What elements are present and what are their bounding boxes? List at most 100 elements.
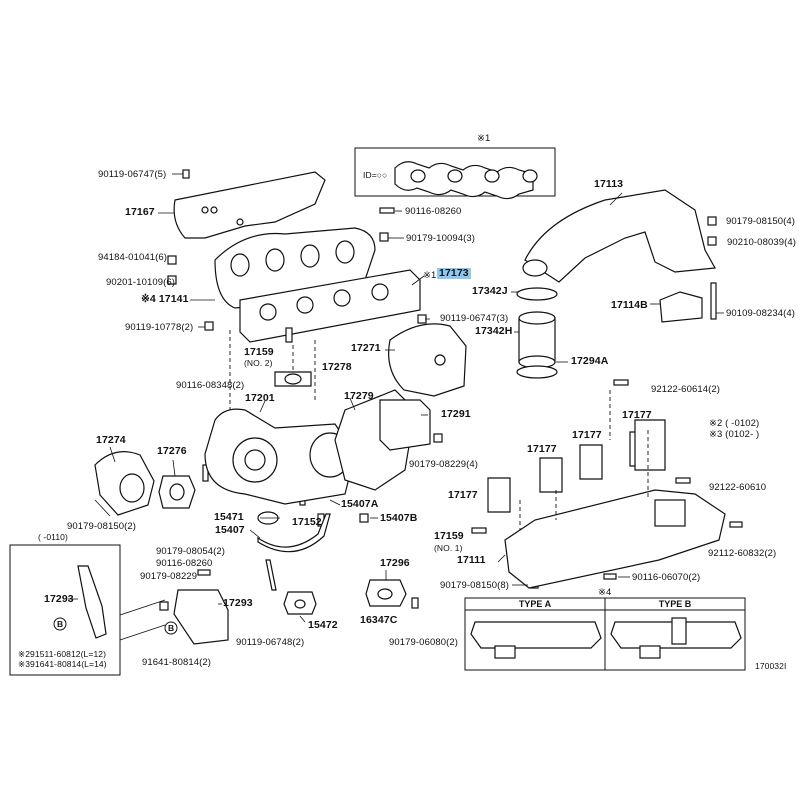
label-15407[interactable]: 15407 <box>215 524 245 536</box>
note-1-marker: ※1 <box>477 133 491 144</box>
label-92122-60614[interactable]: 92122-60614(2) <box>651 384 721 395</box>
label-90119-06747-5[interactable]: 90119-06747(5) <box>98 169 167 180</box>
label-15471[interactable]: 15471 <box>214 511 244 523</box>
label-17111[interactable]: 17111 <box>457 554 486 566</box>
type-b-manifold <box>610 617 742 659</box>
label-17159-no1[interactable]: 17159 <box>434 530 464 542</box>
label-17167[interactable]: 17167 <box>125 206 155 218</box>
label-17293-main[interactable]: 17293 <box>223 597 253 609</box>
type-a-heading: TYPE A <box>518 599 552 609</box>
gasket-17296 <box>365 579 407 607</box>
label-17342H[interactable]: 17342H <box>475 325 513 337</box>
label-90179-08150-8[interactable]: 90179-08150(8) <box>440 580 510 591</box>
label-90119-06748[interactable]: 90119-06748(2) <box>236 637 305 648</box>
b-callout-main-letter: B <box>168 623 175 633</box>
label-17278[interactable]: 17278 <box>322 361 352 373</box>
b-callout-inset <box>53 617 67 631</box>
oil-pipe-15407 <box>257 513 331 591</box>
gasket-17276 <box>158 475 196 509</box>
label-16347C[interactable]: 16347C <box>360 614 398 626</box>
intake-pipe-17113 <box>522 189 716 283</box>
clamp-17342J <box>516 287 558 301</box>
turbo-insulator-17271 <box>388 323 467 397</box>
label-17177-b[interactable]: 17177 <box>572 429 602 441</box>
label-15472[interactable]: 15472 <box>308 619 338 631</box>
label-17293-inset[interactable]: 17293 <box>44 593 74 605</box>
label-90179-08150-4[interactable]: 90179-08150(4) <box>726 216 796 227</box>
inset-bracket-17293 <box>77 565 107 639</box>
label-17271[interactable]: 17271 <box>351 342 381 354</box>
note-2-range: ※2 ( -0102) <box>709 418 760 429</box>
label-94184-01041[interactable]: 94184-01041(6) <box>98 252 168 263</box>
label-17276[interactable]: 17276 <box>157 445 187 457</box>
label-90116-08260-low[interactable]: 90116-08260 <box>156 558 213 569</box>
label-90116-08348[interactable]: 90116-08348(2) <box>176 380 245 391</box>
gasket-15472 <box>283 591 317 615</box>
label-90179-06080[interactable]: 90179-06080(2) <box>389 637 459 648</box>
label-90109-08234[interactable]: 90109-08234(4) <box>726 308 796 319</box>
heat-insulator-17167 <box>173 171 326 239</box>
exhaust-manifold-17141 <box>214 227 376 309</box>
inset-frame <box>9 544 121 676</box>
gasket-17114B <box>659 291 703 323</box>
label-17177-c[interactable]: 17177 <box>527 443 557 455</box>
type-b-heading: TYPE B <box>658 599 692 609</box>
label-17201[interactable]: 17201 <box>245 392 275 404</box>
label-90179-08054[interactable]: 90179-08054(2) <box>156 546 226 557</box>
hose-17342H <box>518 311 556 369</box>
note-3-range: ※3 (0102- ) <box>709 429 760 440</box>
label-17342J[interactable]: 17342J <box>472 285 508 297</box>
label-92112-60832[interactable]: 92112-60832(2) <box>708 548 777 559</box>
inset-date-range: ( -0110) <box>38 532 68 542</box>
b-callout-main <box>164 621 178 635</box>
label-90201-10109[interactable]: 90201-10109(6) <box>106 277 176 288</box>
gasket-17291 <box>379 399 431 451</box>
note-4-marker: ※4 <box>598 587 612 598</box>
label-15407B[interactable]: 15407B <box>380 512 418 524</box>
gasket-strip-frame <box>354 147 556 197</box>
label-90116-08260-top[interactable]: 90116-08260 <box>405 206 462 217</box>
label-17296[interactable]: 17296 <box>380 557 410 569</box>
label-17279[interactable]: 17279 <box>344 390 374 402</box>
label-17177-d[interactable]: 17177 <box>448 489 478 501</box>
gasket-strip <box>394 161 538 200</box>
label-17114B[interactable]: 17114B <box>611 299 648 311</box>
label-17159-no2-sub: (NO. 2) <box>244 358 273 368</box>
elbow-17274 <box>94 451 155 516</box>
label-17177-a[interactable]: 17177 <box>622 409 652 421</box>
note-1-prefix-17173: ※1 <box>423 270 437 281</box>
label-90179-10094[interactable]: 90179-10094(3) <box>406 233 476 244</box>
type-a-manifold <box>470 621 602 659</box>
diagram-reference-code: 170032I <box>755 661 787 671</box>
label-90119-06747-3[interactable]: 90119-06747(3) <box>440 313 509 324</box>
gasket-id-label: ID=○○ <box>363 170 388 180</box>
label-17141[interactable]: ※4 17141 <box>141 293 189 305</box>
gaskets-17177 <box>487 419 666 513</box>
label-90179-08150-2[interactable]: 90179-08150(2) <box>67 521 137 532</box>
label-17159-no1-sub: (NO. 1) <box>434 543 463 553</box>
bracket-17293 <box>173 589 229 645</box>
label-17294A[interactable]: 17294A <box>571 355 609 367</box>
label-91641-80814[interactable]: 91641-80814(2) <box>142 657 212 668</box>
label-17173-highlighted[interactable]: 17173 <box>437 267 471 279</box>
label-17113[interactable]: 17113 <box>594 178 624 190</box>
label-92122-60610[interactable]: 92122-60610 <box>709 482 767 493</box>
label-90116-06070[interactable]: 90116-06070(2) <box>632 572 701 583</box>
intake-manifold-17111 <box>504 489 726 589</box>
gasket-17278 <box>274 371 312 387</box>
b-callout-inset-letter: B <box>57 619 64 629</box>
label-17152[interactable]: 17152 <box>292 516 322 528</box>
label-15407A[interactable]: 15407A <box>341 498 379 510</box>
label-90119-10778[interactable]: 90119-10778(2) <box>125 322 194 333</box>
label-90179-08229[interactable]: 90179-08229 <box>140 571 198 582</box>
turbocharger-17201 <box>204 408 356 505</box>
label-90179-08229-4[interactable]: 90179-08229(4) <box>409 459 479 470</box>
label-90210-08039[interactable]: 90210-08039(4) <box>727 237 797 248</box>
label-17159-no2[interactable]: 17159 <box>244 346 274 358</box>
label-17274[interactable]: 17274 <box>96 434 126 446</box>
label-391641-80814[interactable]: ※391641-80814(L=14) <box>18 659 107 669</box>
label-291511-60812[interactable]: ※291511-60812(L=12) <box>18 649 107 659</box>
label-17291[interactable]: 17291 <box>441 408 471 420</box>
